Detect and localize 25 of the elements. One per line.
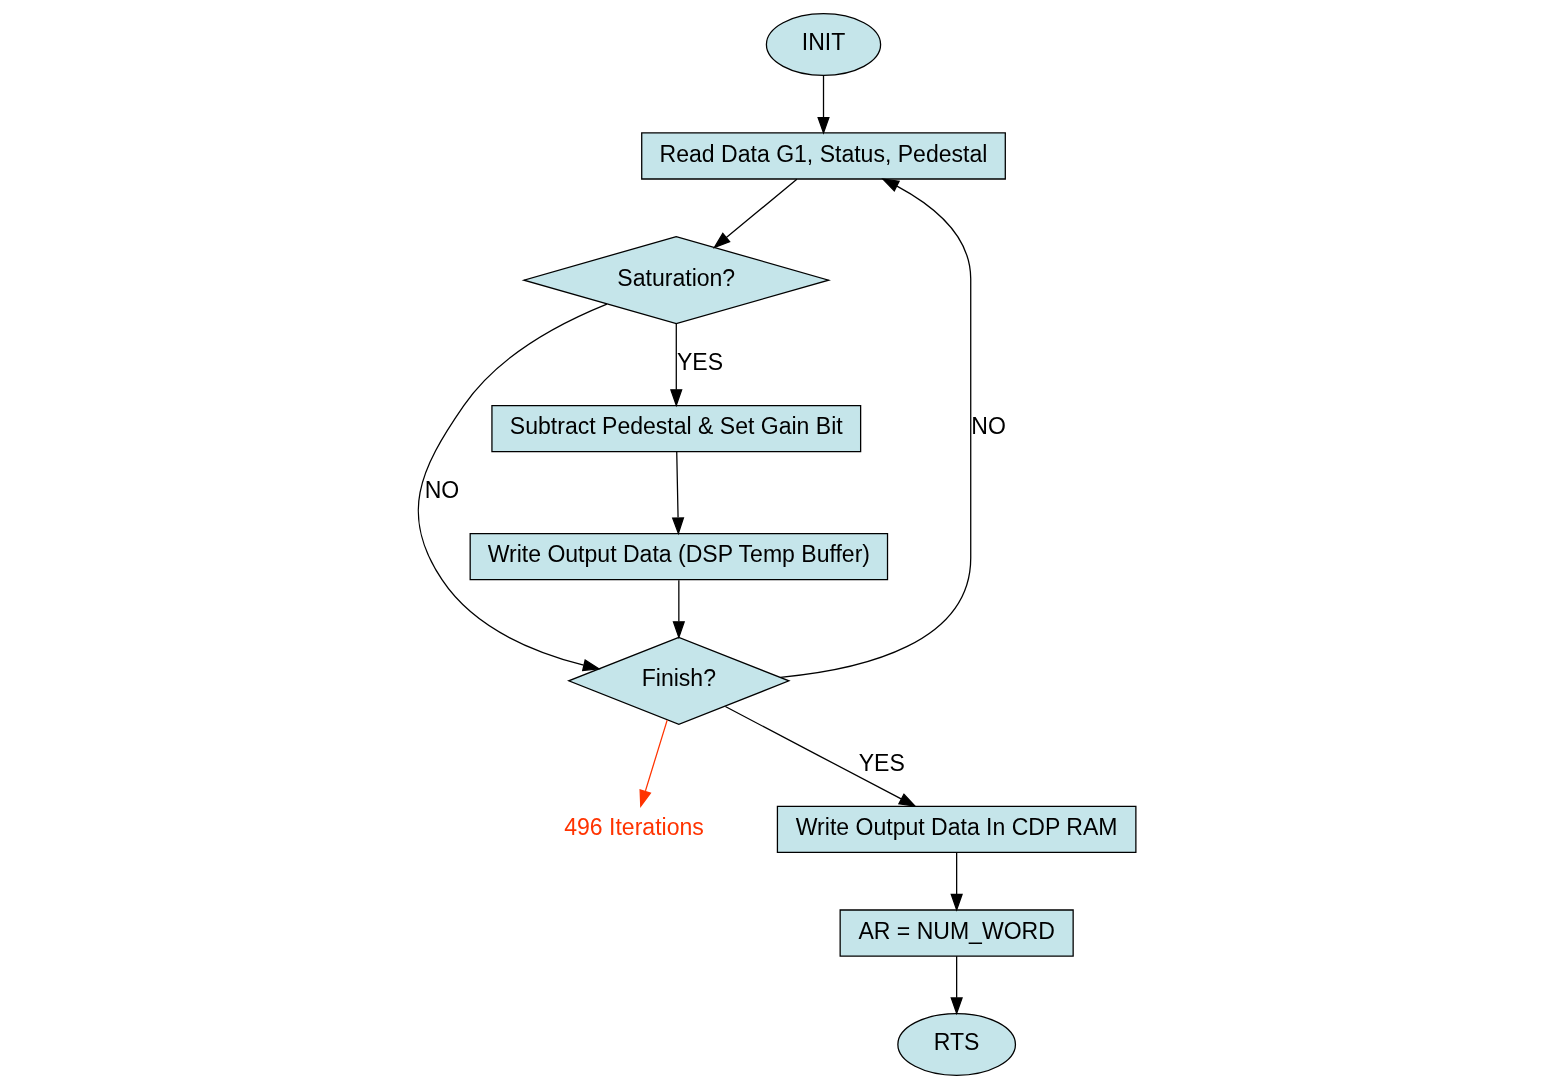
edge-label: NO	[970, 413, 1006, 440]
arrow	[949, 851, 963, 912]
arrow	[672, 579, 685, 640]
node-box: Read Data G1, Status, Pedestal	[640, 132, 1006, 180]
node-box: Write Output Data In CDP RAM	[776, 805, 1137, 854]
edge-label: NO	[424, 477, 459, 504]
arrow	[712, 178, 797, 249]
arrow	[638, 719, 668, 808]
arrow	[671, 451, 684, 536]
node-ellipse: RTS	[896, 1013, 1016, 1076]
node-diamond: Saturation?	[521, 235, 831, 325]
node-box: Write Output Data (DSP Temp Buffer)	[469, 533, 888, 581]
node-text: 496 Iterations	[563, 813, 704, 840]
node-diamond: Finish?	[566, 636, 791, 726]
arrow	[949, 955, 963, 1016]
arrow	[816, 74, 830, 135]
node-ellipse: INIT	[765, 13, 881, 76]
node-box: Subtract Pedestal & Set Gain Bit	[490, 404, 861, 453]
arrow	[417, 303, 608, 672]
edge-label: YES	[676, 349, 723, 376]
arrow	[669, 323, 683, 408]
node-box: AR = NUM_WORD	[839, 909, 1074, 957]
arrow	[779, 178, 971, 678]
arrow	[724, 705, 917, 808]
edge-label: YES	[858, 749, 905, 776]
